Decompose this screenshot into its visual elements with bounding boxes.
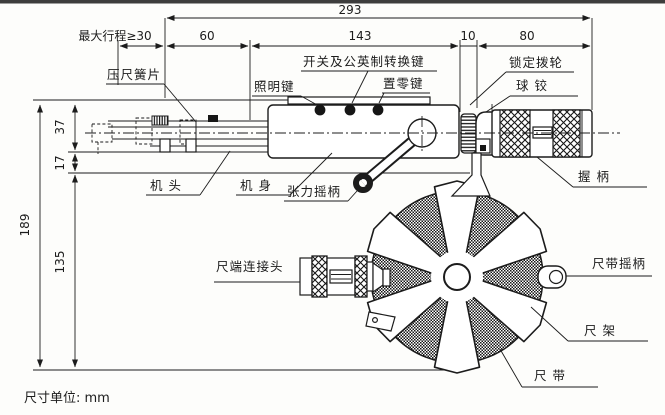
switch-button <box>344 104 356 116</box>
label-switch-unit-key: 开关及公英制转换键 <box>303 54 425 69</box>
zero-button <box>372 104 384 116</box>
label-light-key: 照明键 <box>254 79 295 94</box>
frame-tab <box>365 311 396 332</box>
machine-head <box>85 115 296 154</box>
label-lock-wheel: 锁定拨轮 <box>509 55 563 70</box>
tape-end-connector-part <box>299 255 391 298</box>
dim-17: 17 <box>53 155 67 170</box>
dim-135: 135 <box>53 251 67 274</box>
dim-60: 60 <box>199 29 214 43</box>
dim-37: 37 <box>53 119 67 134</box>
dim-143: 143 <box>349 29 372 43</box>
tape-reel <box>365 180 567 374</box>
label-head: 机 头 <box>150 178 182 193</box>
label-ball-joint: 球 铰 <box>516 78 548 93</box>
label-press-spring: 压尺簧片 <box>107 67 161 82</box>
keypad-plate <box>287 96 431 105</box>
grip-handle-part <box>491 109 593 158</box>
tape-crank-hole <box>548 269 564 285</box>
label-tape-belt: 尺 带 <box>534 368 566 383</box>
light-button <box>314 104 326 116</box>
crank-knob <box>353 173 373 193</box>
reel-center-hole <box>443 263 471 291</box>
label-body: 机 身 <box>240 178 272 193</box>
scan-top-border <box>0 0 665 4</box>
frame-tab-hole <box>372 317 379 324</box>
label-tension-crank: 张力摇柄 <box>287 184 341 199</box>
label-tape-frame: 尺 架 <box>584 323 616 338</box>
dim-189: 189 <box>18 214 32 237</box>
dim-total-293: 293 <box>339 3 362 17</box>
dimension-values: 293 最大行程≥30 60 143 10 80 37 17 135 189 <box>18 3 535 273</box>
unit-note: 尺寸单位: mm <box>24 391 110 406</box>
lock-wheel-part <box>460 113 477 154</box>
label-tape-end-connector: 尺端连接头 <box>216 259 284 274</box>
dim-80: 80 <box>519 29 534 43</box>
label-tape-crank: 尺带摇柄 <box>592 256 646 271</box>
dim-max-travel: 最大行程≥30 <box>78 28 151 43</box>
label-grip: 握 柄 <box>578 169 610 184</box>
machine-body <box>267 96 460 193</box>
dim-10: 10 <box>460 29 475 43</box>
frame-stem <box>450 152 491 197</box>
dimension-lines <box>33 14 593 371</box>
callouts: 压尺簧片 照明键 开关及公英制转换键 置零键 锁定拨轮 球 铰 机 头 机 身 … <box>106 54 652 388</box>
label-zero-key: 置零键 <box>383 76 424 91</box>
